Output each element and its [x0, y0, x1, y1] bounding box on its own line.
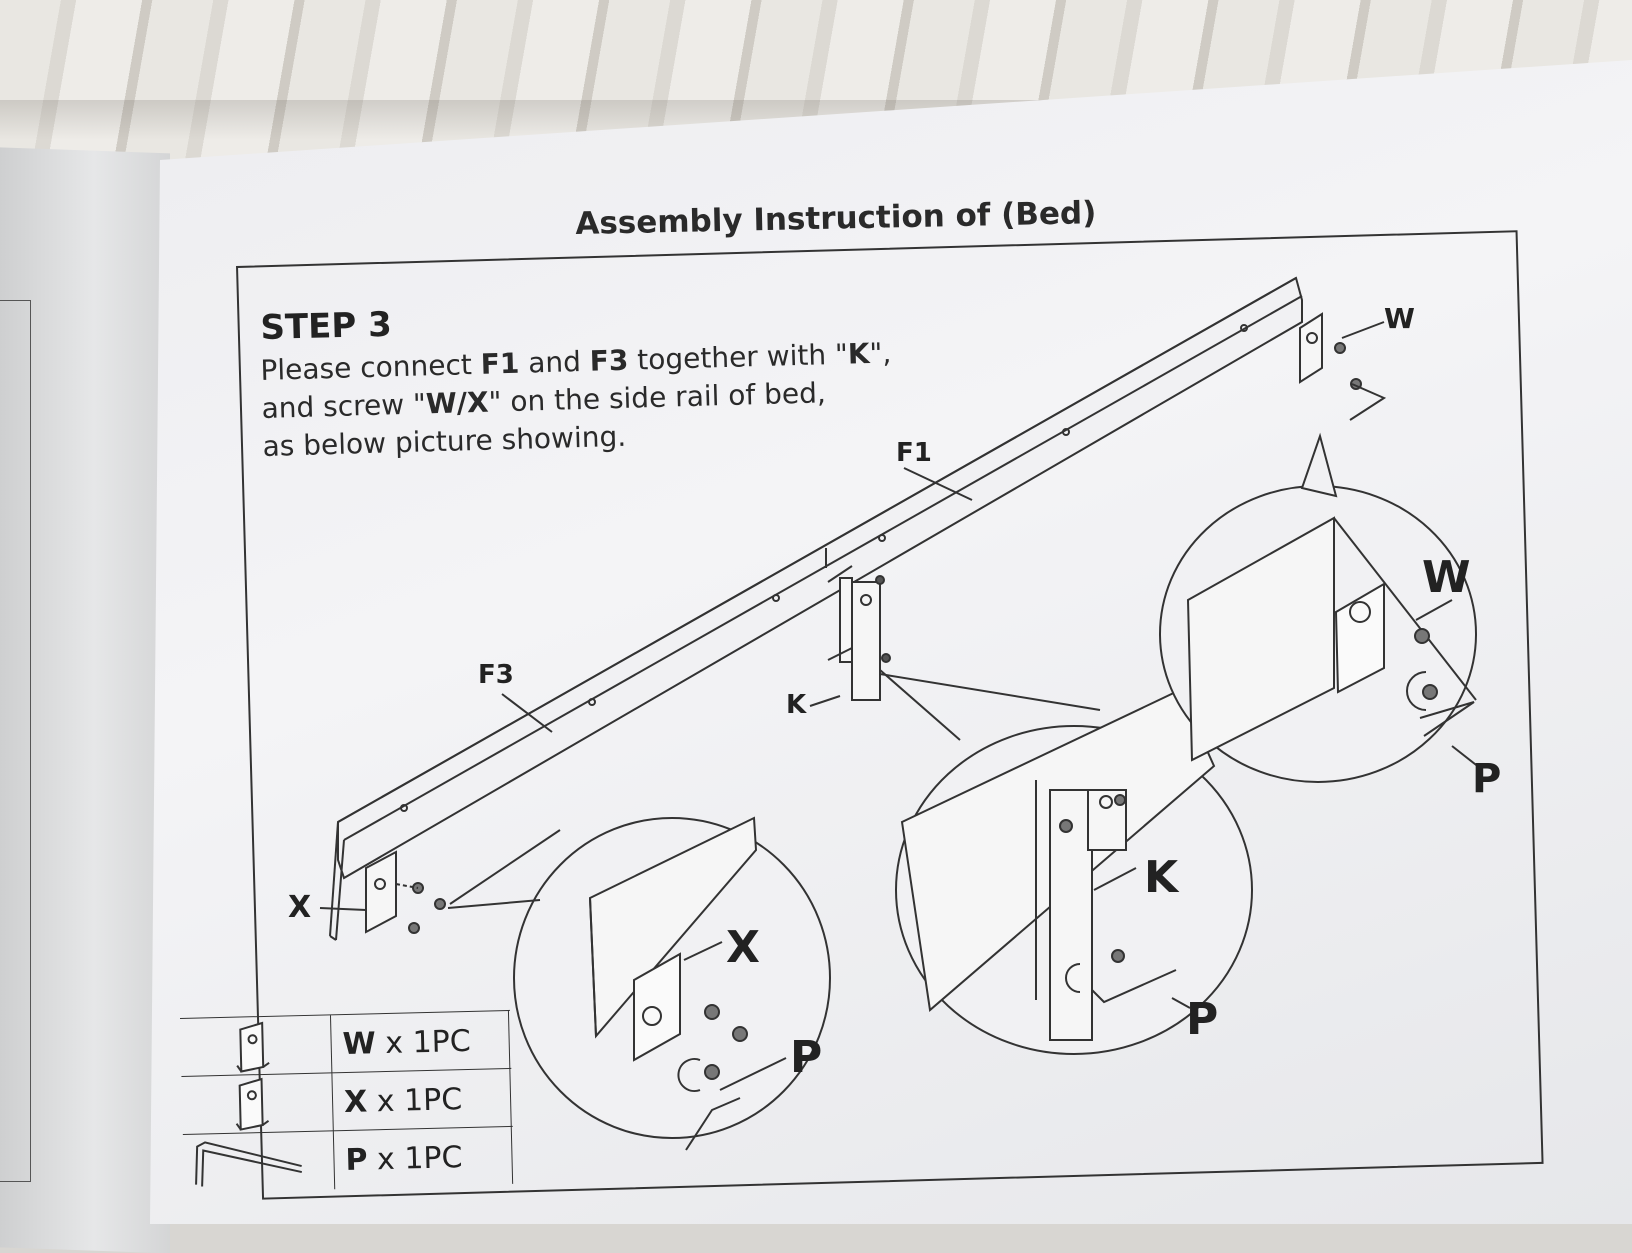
parts-table: W x 1PC X x 1PC P x 1PC [180, 1009, 515, 1218]
part-icon-cell [181, 1073, 334, 1135]
part-row-p: P x 1PC [182, 1125, 515, 1193]
allen-key-icon [195, 1141, 303, 1187]
part-text-x: X x 1PC [343, 1082, 463, 1121]
label-k-detail: K [1144, 852, 1179, 903]
label-p-detail-k: P [1186, 994, 1219, 1045]
label-f3: F3 [478, 660, 514, 690]
part-text-w: W x 1PC [342, 1023, 472, 1063]
part-icon-cell [180, 1015, 333, 1077]
k-bracket-main [827, 565, 891, 701]
part-row-w: W x 1PC [180, 1009, 512, 1077]
label-p-detail-w: P [1472, 756, 1502, 802]
label-x-detail: X [726, 922, 760, 973]
label-p-detail-x: P [790, 1032, 823, 1083]
x-bracket-main [365, 850, 446, 934]
label-w-detail: W [1422, 552, 1471, 603]
part-row-x: X x 1PC [181, 1067, 513, 1135]
part-text-p: P x 1PC [345, 1140, 463, 1178]
part-icon-cell [182, 1131, 336, 1193]
assembly-diagram [319, 276, 1481, 1151]
left-page-frame [0, 300, 31, 1182]
label-x-main: X [288, 890, 312, 925]
label-w-main: W [1384, 302, 1415, 335]
bracket-w-icon [236, 1021, 270, 1073]
label-k-main: K [786, 690, 807, 720]
label-f1: F1 [896, 438, 932, 468]
bracket-x-icon [235, 1077, 270, 1131]
w-bracket-main [1299, 312, 1387, 421]
